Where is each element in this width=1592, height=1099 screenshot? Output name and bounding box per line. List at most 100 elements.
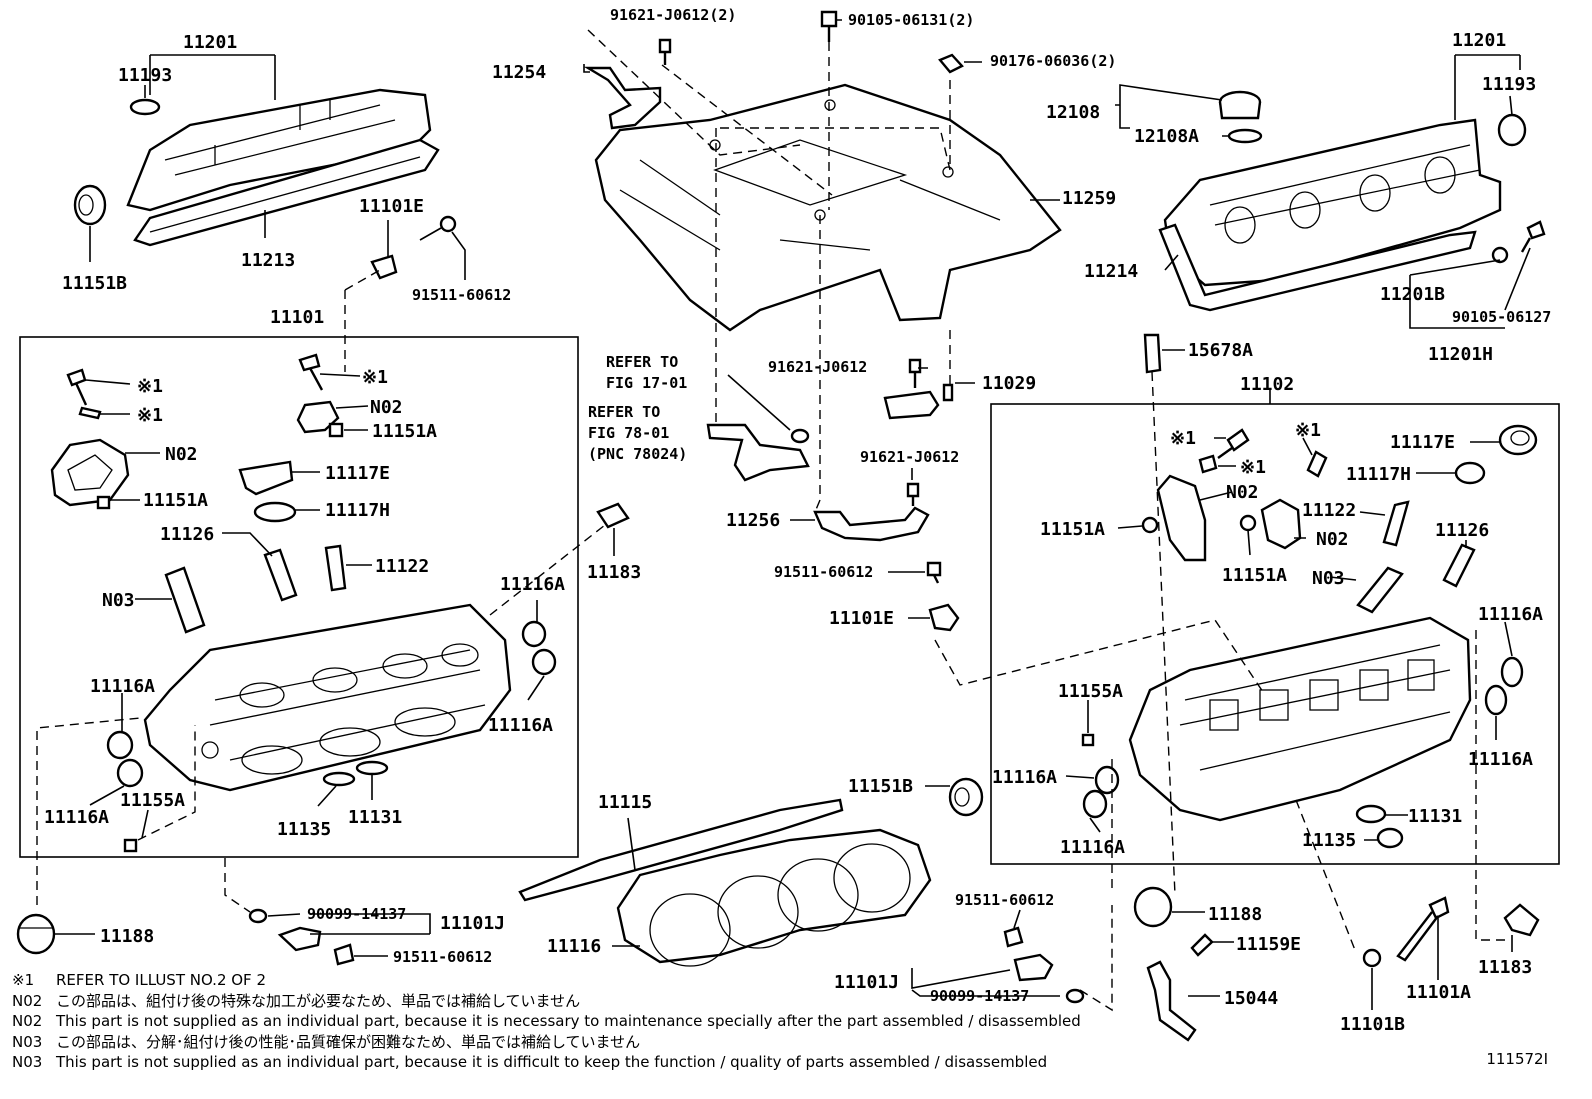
washer-11101b <box>1362 948 1382 968</box>
label-12108a: 12108A <box>1134 126 1199 147</box>
footnote-code: ※1 <box>12 971 35 989</box>
plug-11116a-l3 <box>106 730 134 760</box>
label-11126-right: 11126 <box>1435 520 1489 541</box>
label-n02-a: N02 <box>370 397 403 418</box>
label-11116a-f: 11116A <box>1468 749 1533 770</box>
cam-housing-n02-right <box>1156 474 1207 562</box>
tube-n03-left <box>164 566 206 634</box>
sensor-11101j-right <box>1013 953 1054 982</box>
plug-11116a-l2 <box>531 648 557 676</box>
footnote-code: N03 <box>12 1032 43 1051</box>
bolt-91621-mid <box>908 358 922 388</box>
cam-cap-left <box>296 400 340 434</box>
label-note1-f: ※1 <box>1295 420 1321 441</box>
label-refer-2: REFER TO <box>588 403 660 421</box>
part-11193-left <box>129 98 161 116</box>
gasket-11135-left <box>322 771 356 787</box>
valve-cover-left <box>126 88 440 247</box>
tube-11122-right <box>1382 500 1410 547</box>
cylinder-head-right <box>1128 616 1472 822</box>
label-11201b: 11201B <box>1380 284 1445 305</box>
label-90105-b: 90105-06127 <box>1452 308 1551 326</box>
seal-11151b-center <box>948 777 984 817</box>
tube-11126-left <box>263 548 298 602</box>
nut-fig17 <box>790 428 810 444</box>
label-91511-c: 91511-60612 <box>774 563 873 581</box>
part-11151b-left <box>73 184 107 226</box>
label-91621-b: 91621-J0612 <box>768 358 867 376</box>
label-refer-2b: FIG 78-01 <box>588 424 669 442</box>
seal-11193-right <box>1497 113 1527 147</box>
sensor-11029 <box>883 390 940 420</box>
label-11254: 11254 <box>492 62 546 83</box>
label-12108: 12108 <box>1046 102 1100 123</box>
sensor-15678a <box>1143 333 1162 374</box>
engine-cover-11259 <box>594 83 1062 332</box>
label-91621-a: 91621-J0612(2) <box>610 6 736 24</box>
label-11102: 11102 <box>1240 374 1294 395</box>
footnote-text: この部品は、分解･組付け後の性能･品質確保が困難なため、単品では補給していません <box>56 1032 641 1051</box>
cam-housing-n02-left <box>50 438 130 507</box>
label-11214: 11214 <box>1084 261 1138 282</box>
bolt-left-1 <box>66 368 88 406</box>
label-91621-c: 91621-J0612 <box>860 448 959 466</box>
label-11029: 11029 <box>982 373 1036 394</box>
label-11135-right: 11135 <box>1302 830 1356 851</box>
label-note1-d: ※1 <box>1170 428 1196 449</box>
label-11116a-c: 11116A <box>90 676 155 697</box>
bolt-11029 <box>942 383 954 402</box>
head-gasket-11116 <box>616 828 932 967</box>
bolt-91511-left <box>333 943 355 966</box>
bolt-11101a <box>1396 896 1450 962</box>
valve-cover-right <box>1158 118 1502 312</box>
footnote-text: This part is not supplied as an individu… <box>56 1012 1081 1030</box>
label-91511-d: 91511-60612 <box>955 891 1054 909</box>
label-11116a-g: 11116A <box>992 767 1057 788</box>
leader-lines <box>55 19 1531 1010</box>
part-11151a-small-1 <box>328 422 344 438</box>
label-15678a: 15678A <box>1188 340 1253 361</box>
plug-11183-right <box>1503 903 1540 937</box>
bolt-left-2 <box>298 353 324 391</box>
label-11151a-a: 11151A <box>372 421 437 442</box>
footnote-code: N03 <box>12 1053 43 1071</box>
label-11183-left: 11183 <box>587 562 641 583</box>
gasket-11131-left <box>355 760 389 776</box>
figure-id: 111572I <box>1486 1050 1548 1068</box>
bolt-right-1 <box>1217 428 1250 459</box>
bolt-91621-top <box>658 38 672 65</box>
label-11131-right: 11131 <box>1408 806 1462 827</box>
label-11151a-b: 11151A <box>143 490 208 511</box>
label-11117e-right: 11117E <box>1390 432 1455 453</box>
label-11193-right: 11193 <box>1482 74 1536 95</box>
label-11101j-left: 11101J <box>440 913 505 934</box>
label-11193-left: 11193 <box>118 65 172 86</box>
label-11116a-a: 11116A <box>500 574 565 595</box>
label-11116: 11116 <box>547 936 601 957</box>
bracket-11256 <box>813 506 930 542</box>
label-11126-left: 11126 <box>160 524 214 545</box>
label-note1-a: ※1 <box>137 376 163 397</box>
bracket-fig78 <box>706 423 810 482</box>
plug-11117e-left <box>238 460 294 496</box>
tube-11122-left <box>324 544 347 592</box>
bolt-91511-mid <box>926 561 942 584</box>
cam-cap-right <box>1260 498 1302 550</box>
label-11115: 11115 <box>598 792 652 813</box>
bolt-right-2 <box>1306 450 1328 478</box>
label-11101a: 11101A <box>1406 982 1471 1003</box>
plug-11116a-r2 <box>1484 684 1508 716</box>
plug-11116a-r1 <box>1500 656 1524 688</box>
label-11116a-d: 11116A <box>44 807 109 828</box>
label-n02-c: N02 <box>1226 482 1259 503</box>
label-11122-right: 11122 <box>1302 500 1356 521</box>
part-11151a-small-2 <box>96 495 111 510</box>
plug-11183-left <box>596 502 630 529</box>
label-n02-d: N02 <box>1316 529 1349 550</box>
plug-11116a-l1 <box>521 620 547 648</box>
label-11155a-right: 11155A <box>1058 681 1123 702</box>
